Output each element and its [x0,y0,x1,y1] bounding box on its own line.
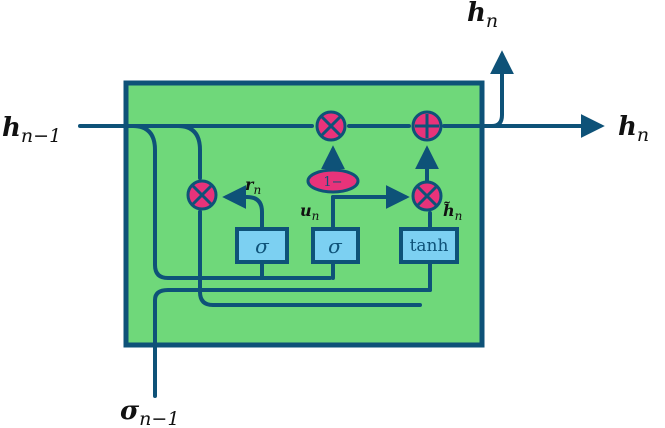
h-up-branch [480,50,514,128]
sigma-input-line [153,288,432,398]
bus-line-a [131,124,332,280]
label-sigma-prev: σn−1 [120,396,179,428]
one-minus-label: 1− [323,175,342,190]
label-r-gate: rn [245,175,261,197]
tanh-box: tanh [399,227,459,264]
label-u-gate: un [300,201,319,223]
multiply-op-candidate [411,180,443,212]
multiply-op-reset [186,179,218,211]
label-h-prev: hn−1 [2,113,61,147]
bus-line-b [176,124,202,180]
r-gate-line [222,185,264,231]
add-op-top [411,110,443,142]
one-minus-op: 1− [306,168,360,194]
bus-line-b2 [198,210,422,307]
tanh-box-label: tanh [410,236,449,256]
sigma-box-reset-label: σ [255,234,270,258]
label-h-out-right: hn [618,112,649,146]
label-h-tilde: h̃n [443,201,462,223]
multiply-op-top [315,110,347,142]
sigma-box-update-label: σ [328,234,343,258]
sigma-box-reset: σ [235,227,289,264]
label-h-out-top: hn [467,0,498,32]
sigma-box-update: σ [311,227,360,264]
